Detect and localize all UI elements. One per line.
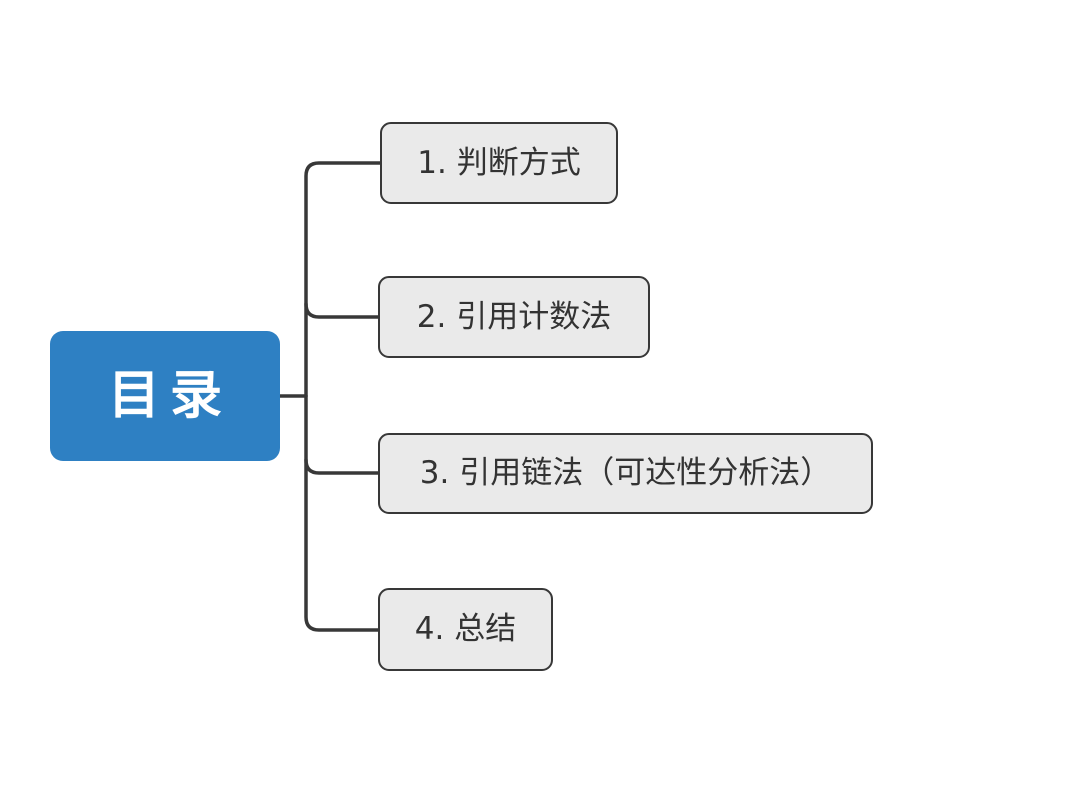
child-node-label: 2. 引用计数法 xyxy=(416,298,612,335)
child-node-label: 4. 总结 xyxy=(414,611,517,647)
child-node-summary[interactable]: 4. 总结 xyxy=(378,588,553,671)
child-node-reference-chain[interactable]: 3. 引用链法（可达性分析法） xyxy=(378,433,873,514)
root-node[interactable]: 目录 xyxy=(50,331,280,461)
root-node-label: 目录 xyxy=(107,366,232,426)
connector-trunk xyxy=(304,161,382,632)
child-node-label: 3. 引用链法（可达性分析法） xyxy=(419,455,832,491)
child-node-reference-counting[interactable]: 2. 引用计数法 xyxy=(378,276,650,358)
connector-branch-2 xyxy=(304,302,380,319)
child-node-judgment-method[interactable]: 1. 判断方式 xyxy=(380,122,618,204)
connector-branch-3 xyxy=(304,458,380,475)
child-node-label: 1. 判断方式 xyxy=(417,144,581,181)
